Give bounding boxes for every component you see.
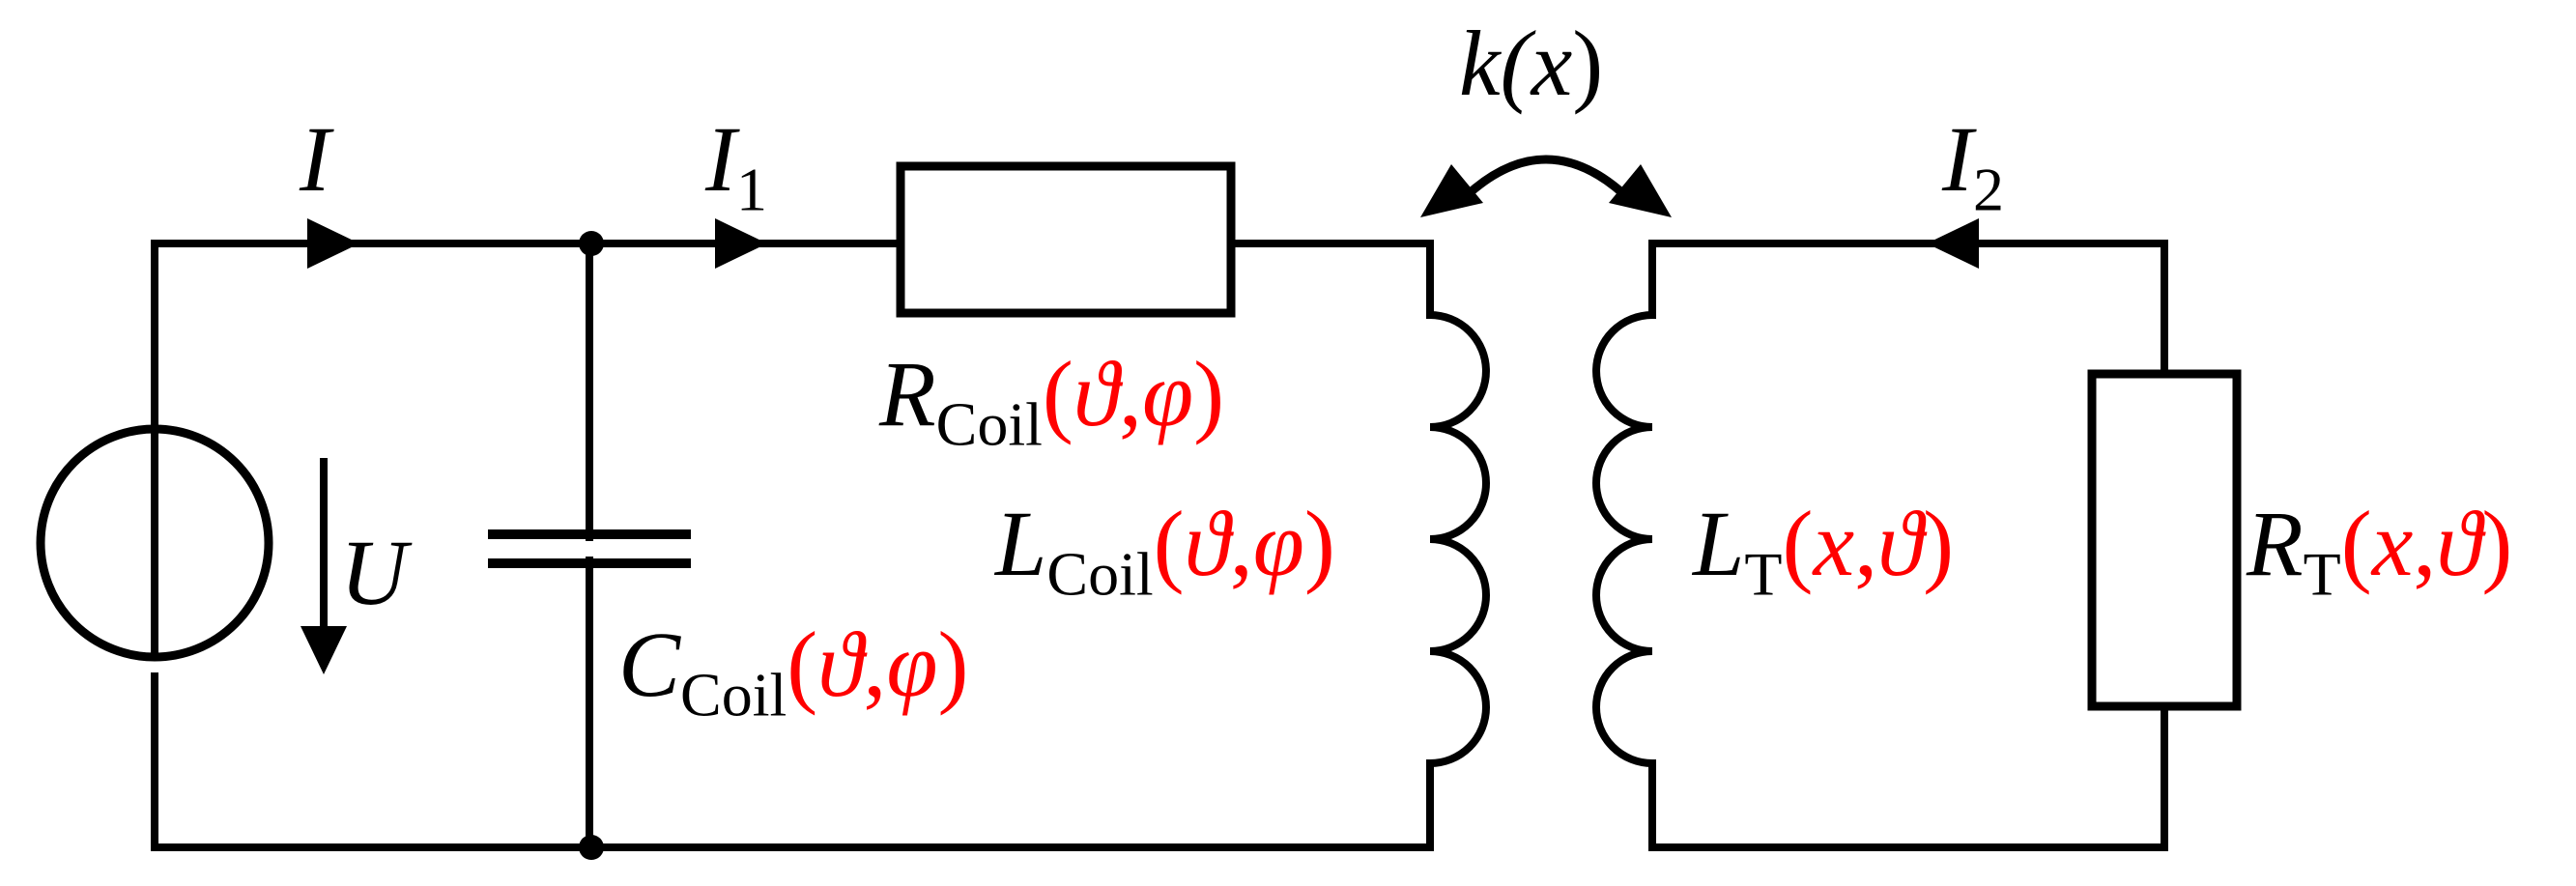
label-current-i2-sub: 2	[1972, 155, 2004, 224]
label-current-i: I	[300, 113, 330, 220]
label-current-i2: I2	[1942, 113, 2004, 220]
label-l-t-sub: T	[1744, 539, 1783, 609]
label-coupling-k: k(x)	[1459, 17, 1603, 110]
resistor-r-t	[2087, 369, 2242, 711]
label-r-t-comma: ,	[2413, 492, 2437, 595]
label-l-coil-params: (ϑ,φ)	[1154, 492, 1335, 595]
coupling-arrowhead-right	[1609, 164, 1672, 217]
label-r-coil-comma: ,	[1118, 342, 1142, 445]
arrow-current-i2	[1927, 218, 1979, 269]
label-current-i-symbol: I	[300, 107, 330, 211]
secondary-top-wire	[1648, 240, 2168, 378]
inductor-l-t	[1592, 310, 1657, 768]
label-r-t-paren-close: )	[2481, 492, 2513, 595]
coil-top-wire	[1227, 240, 1434, 319]
label-r-coil-arg-1: ϑ	[1073, 342, 1119, 445]
label-l-coil-paren-open: (	[1153, 492, 1185, 595]
label-r-t-params: (x,ϑ)	[2341, 492, 2513, 595]
source-top-wire	[151, 240, 902, 548]
label-r-t-symbol: R	[2247, 492, 2304, 595]
label-l-t-paren-close: )	[1923, 492, 1955, 595]
label-r-coil-paren-open: (	[1042, 342, 1073, 445]
label-l-t-arg-1: x	[1813, 492, 1855, 595]
label-r-t-sub: T	[2303, 539, 2341, 609]
label-current-i2-symbol: I	[1942, 107, 1973, 211]
label-coupling-k-close: )	[1572, 12, 1604, 115]
junction-dot-top	[579, 231, 604, 256]
arrow-current-i	[307, 218, 359, 269]
label-r-t: RT(x,ϑ)	[2247, 498, 2512, 605]
label-current-i1: I1	[705, 113, 767, 220]
label-current-i1-symbol: I	[705, 107, 736, 211]
label-current-i1-sub: 1	[735, 155, 767, 224]
label-r-coil-paren-close: )	[1193, 342, 1225, 445]
label-voltage-u: U	[340, 521, 408, 624]
label-c-coil-sub: Coil	[680, 660, 787, 729]
coupling-arc	[1455, 155, 1637, 207]
label-c-coil: CCoil(ϑ,φ)	[618, 618, 968, 726]
label-l-coil-sub: Coil	[1046, 539, 1154, 609]
label-r-coil-arg-2: φ	[1141, 342, 1194, 445]
resistor-r-coil	[896, 161, 1236, 318]
label-l-t-paren-open: (	[1782, 492, 1814, 595]
label-r-coil-params: (ϑ,φ)	[1043, 342, 1224, 445]
label-l-coil-arg-2: φ	[1252, 492, 1304, 595]
label-l-t-comma: ,	[1854, 492, 1878, 595]
label-l-coil: LCoil(ϑ,φ)	[995, 498, 1335, 605]
label-l-coil-paren-close: )	[1303, 492, 1335, 595]
label-r-coil-symbol: R	[879, 342, 936, 445]
capacitor-c-coil	[488, 240, 691, 851]
label-l-coil-symbol: L	[995, 492, 1047, 595]
label-coupling-k-open: k(	[1459, 12, 1531, 115]
inductor-l-coil	[1425, 310, 1490, 768]
label-r-t-arg-1: x	[2371, 492, 2414, 595]
label-c-coil-arg-1: ϑ	[817, 613, 864, 716]
label-l-t-params: (x,ϑ)	[1782, 492, 1954, 595]
arrow-voltage-u-head	[301, 626, 347, 674]
coupling-arrowhead-left	[1420, 164, 1483, 217]
label-l-coil-arg-1: ϑ	[1184, 492, 1230, 595]
label-l-t-arg-2: ϑ	[1877, 492, 1924, 595]
label-c-coil-params: (ϑ,φ)	[787, 613, 968, 716]
label-c-coil-symbol: C	[618, 613, 681, 716]
label-c-coil-arg-2: φ	[886, 613, 938, 716]
label-c-coil-paren-close: )	[937, 613, 969, 716]
bottom-wire-left	[151, 672, 1434, 851]
arrow-current-i1	[715, 218, 767, 269]
junction-dot-bottom	[579, 835, 604, 860]
label-r-t-arg-2: ϑ	[2436, 492, 2482, 595]
secondary-bottom-wire	[1648, 702, 2168, 851]
label-r-coil-sub: Coil	[935, 389, 1043, 459]
label-r-t-paren-open: (	[2340, 492, 2372, 595]
label-l-t: LT(x,ϑ)	[1693, 498, 1954, 605]
label-c-coil-paren-open: (	[787, 613, 818, 716]
label-coupling-k-arg: x	[1531, 12, 1573, 115]
label-l-coil-comma: ,	[1229, 492, 1253, 595]
label-r-coil: RCoil(ϑ,φ)	[879, 348, 1224, 455]
label-l-t-symbol: L	[1693, 492, 1745, 595]
label-c-coil-comma: ,	[863, 613, 887, 716]
